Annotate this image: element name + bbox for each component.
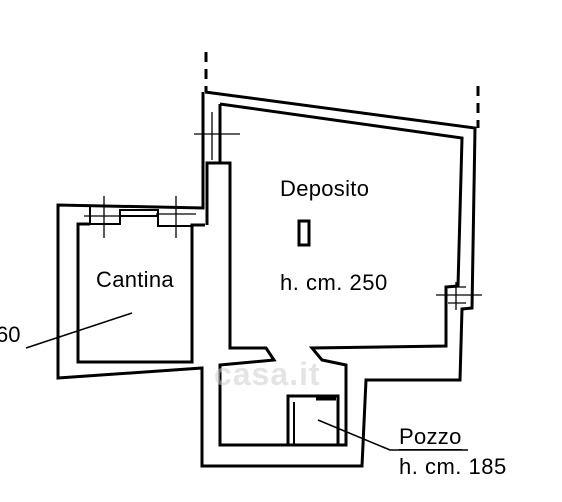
window-mark-cantina-right xyxy=(156,196,196,238)
pozzo-box xyxy=(286,394,340,447)
window-mark-cantina-left xyxy=(84,196,124,238)
room-label-pozzo: Pozzo xyxy=(399,424,462,450)
cut-label: 60 xyxy=(0,322,21,347)
room-label-deposito: Deposito xyxy=(280,176,370,201)
cantina-window-sill xyxy=(89,207,192,227)
pillar-symbol xyxy=(297,219,311,247)
window-mark-deposito-right xyxy=(436,282,482,310)
window-mark-deposito-top xyxy=(194,112,240,160)
pozzo-leader-line xyxy=(317,419,468,451)
room-height-deposito: h. cm. 250 xyxy=(280,270,388,295)
room-label-cantina: Cantina xyxy=(96,267,174,292)
cut-leader-line xyxy=(25,312,133,349)
room-height-pozzo: h. cm. 185 xyxy=(399,454,507,479)
deposito-outer-wall xyxy=(56,90,477,468)
cantina-inner-wall xyxy=(76,222,205,364)
watermark: casa.it xyxy=(214,356,321,392)
